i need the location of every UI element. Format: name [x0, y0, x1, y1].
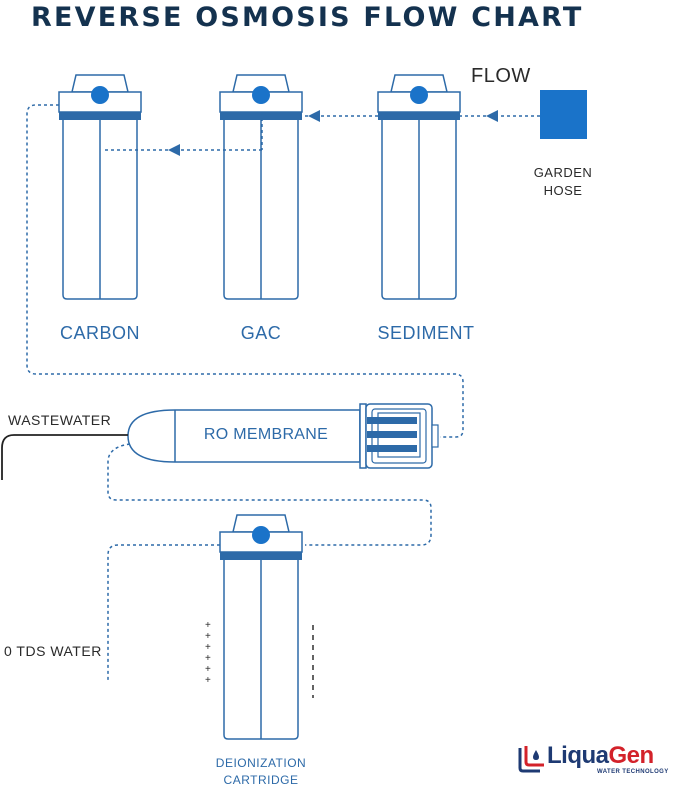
liquagen-wordmark: LiquaGen: [547, 742, 654, 770]
plus-sign: +: [205, 664, 211, 675]
deionization-label-line1: DEIONIZATION: [215, 756, 307, 770]
plus-sign: +: [205, 653, 211, 664]
ro-membrane-label: RO MEMBRANE: [203, 426, 329, 443]
ro-membrane: [127, 403, 439, 469]
plus-sign: +: [205, 631, 211, 642]
plus-sign: +: [205, 642, 211, 653]
brand-liqua: Liqua: [547, 742, 609, 769]
sediment-label: SEDIMENT: [377, 323, 475, 343]
liquagen-tagline: WATER TECHNOLOGY: [597, 769, 669, 775]
deionization-label-line2: CARTRIDGE: [223, 773, 299, 787]
plus-sign: +: [205, 620, 211, 631]
flow-arrow: [168, 144, 180, 156]
flow-arrow: [486, 110, 498, 122]
gac-filter: [219, 74, 303, 300]
garden-hose-label-line1: GARDEN: [533, 165, 593, 180]
positive-charge-marks: + + + + + +: [205, 620, 217, 686]
flow-arrow: [308, 110, 320, 122]
sediment-filter: [377, 74, 461, 300]
page-title: REVERSE OSMOSIS FLOW CHART: [31, 2, 584, 33]
liquagen-logo-icon: [518, 746, 544, 773]
carbon-label: CARBON: [59, 323, 141, 343]
deionization-cartridge: [219, 514, 303, 740]
brand-gen: Gen: [608, 742, 655, 769]
wastewater-label: WASTEWATER: [8, 412, 112, 428]
garden-hose-label-line2: HOSE: [543, 183, 583, 198]
gac-label: GAC: [240, 323, 282, 343]
plus-sign: +: [205, 675, 211, 686]
carbon-filter: [58, 74, 142, 300]
flow-label: FLOW: [471, 65, 531, 87]
liquagen-logo: LiquaGen WATER TECHNOLOGY: [516, 742, 676, 782]
output-water-label: 0 TDS WATER: [4, 643, 102, 659]
garden-hose-source: [540, 90, 587, 139]
